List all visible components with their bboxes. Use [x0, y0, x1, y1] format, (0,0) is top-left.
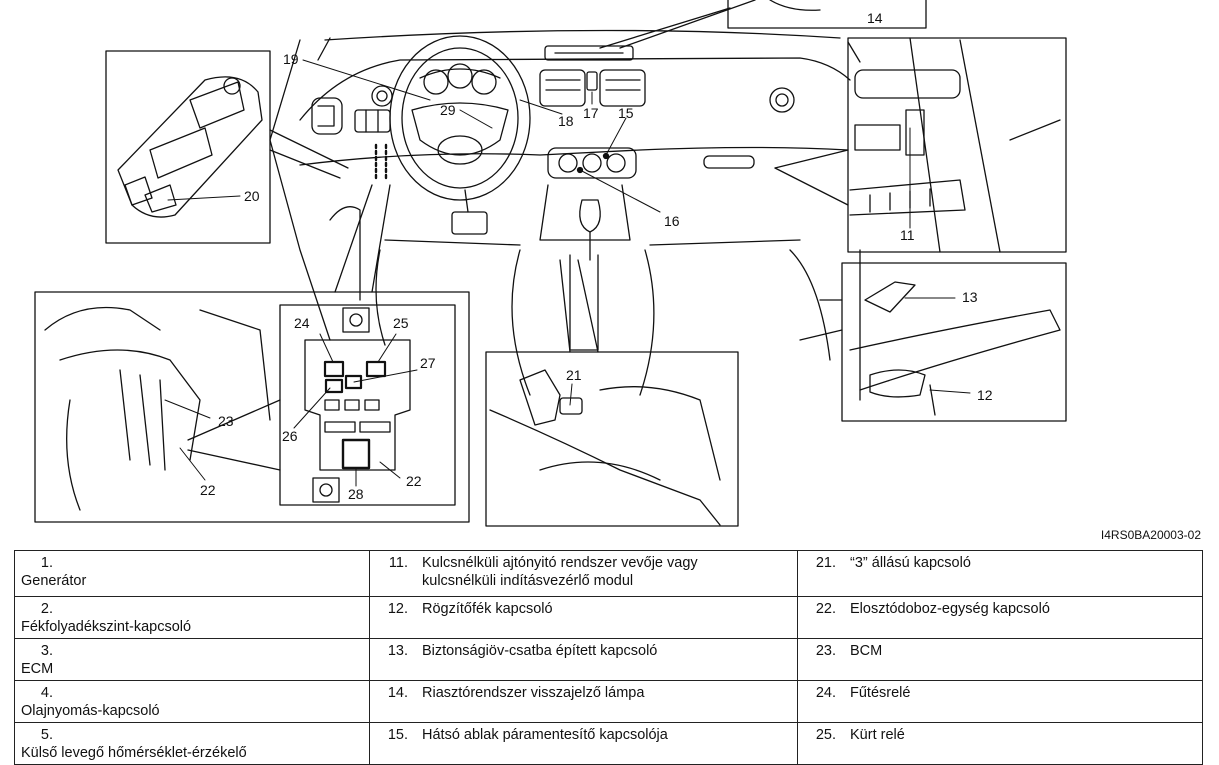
legend-cell: 11. Kulcsnélküli ajtónyitó rendszer vevőj… — [369, 550, 798, 597]
legend-number: 11. — [388, 555, 408, 571]
legend-number: 23. — [815, 643, 836, 659]
figure-code: I4RS0BA20003-02 — [1100, 528, 1201, 542]
dashboard-diagram: 14 19 29 18 17 15 16 20 11 13 12 21 24 2… — [34, 0, 1067, 527]
legend-cell: 15. Hátsó ablak páramentesítő kapcsolója — [369, 722, 798, 765]
legend-text: Olajnyomás-kapcsoló — [21, 703, 160, 719]
inset-21-frame — [485, 351, 739, 527]
inset-12-13-frame — [841, 262, 1067, 422]
legend-text: Hátsó ablak páramentesítő kapcsolója — [422, 727, 668, 743]
legend-text: Elosztódoboz-egység kapcsoló — [850, 601, 1050, 617]
legend-cell: 13. Biztonságiöv-csatba épített kapcsoló — [369, 638, 798, 681]
legend-cell: 24. Fűtésrelé — [797, 680, 1203, 723]
legend-text: Riasztórendszer visszajelző lámpa — [422, 685, 645, 701]
legend-cell: 25. Kürt relé — [797, 722, 1203, 765]
legend-number: 14. — [387, 685, 408, 701]
relay-27 — [344, 374, 363, 390]
legend-text: BCM — [850, 643, 883, 659]
legend-text: Kulcsnélküli ajtónyitó rendszer vevője v… — [422, 555, 698, 589]
inset-20-frame — [105, 50, 271, 244]
legend-text: “3” állású kapcsoló — [850, 555, 971, 571]
callout-17: 17 — [583, 105, 599, 121]
relay-28 — [341, 438, 371, 470]
relay-24 — [323, 360, 345, 378]
legend-table: 1. Generátor 11. Kulcsnélküli ajtónyitó ren… — [14, 550, 1203, 765]
legend-text: Biztonságiöv-csatba épített kapcsoló — [422, 643, 658, 659]
callout-15: 15 — [618, 105, 634, 121]
callout-16: 16 — [664, 213, 680, 229]
inset-14-frame — [727, 0, 927, 29]
legend-cell: 5. Külső levegő hőmérséklet-érzékelő — [14, 722, 370, 765]
legend-text: ECM — [21, 661, 54, 677]
legend-cell: 22. Elosztódoboz-egység kapcsoló — [797, 596, 1203, 639]
inset-fusebox-frame — [34, 291, 470, 523]
legend-text: Külső levegő hőmérséklet-érzékelő — [21, 745, 247, 761]
callout-25: 25 — [393, 315, 409, 331]
callout-11: 11 — [900, 227, 915, 243]
legend-number: 13. — [387, 643, 408, 659]
legend-text: Generátor — [21, 573, 87, 589]
callout-29: 29 — [440, 102, 456, 118]
legend-cell: 3. ECM — [14, 638, 370, 681]
callout-28: 28 — [348, 486, 364, 502]
relay-25 — [365, 360, 387, 378]
relay-26 — [324, 378, 344, 394]
legend-number: 22. — [815, 601, 836, 617]
callout-19: 19 — [283, 51, 299, 67]
legend-row: 2. Fékfolyadékszint-kapcsoló 12. Rögzítőfék… — [14, 596, 1203, 639]
legend-row: 1. Generátor 11. Kulcsnélküli ajtónyitó ren… — [14, 550, 1203, 597]
callout-21: 21 — [566, 367, 582, 383]
callout-20: 20 — [244, 188, 260, 204]
legend-number: 15. — [387, 727, 408, 743]
callout-22-left: 22 — [200, 482, 216, 498]
legend-row: 4. Olajnyomás-kapcsoló 14. Riasztórendszer … — [14, 680, 1203, 723]
callout-14: 14 — [867, 10, 883, 26]
callout-27: 27 — [420, 355, 436, 371]
legend-text: Kürt relé — [850, 727, 905, 743]
legend-text: Fűtésrelé — [850, 685, 911, 701]
legend-cell: 2. Fékfolyadékszint-kapcsoló — [14, 596, 370, 639]
legend-cell: 12. Rögzítőfék kapcsoló — [369, 596, 798, 639]
legend-cell: 21. “3” állású kapcsoló — [797, 550, 1203, 597]
callout-13: 13 — [962, 289, 978, 305]
legend-number: 21. — [815, 555, 836, 571]
legend-number: 1. — [40, 555, 53, 571]
callout-22-right: 22 — [406, 473, 422, 489]
callout-24: 24 — [294, 315, 310, 331]
legend-number: 5. — [40, 727, 53, 743]
legend-number: 24. — [815, 685, 836, 701]
legend-text: Rögzítőfék kapcsoló — [422, 601, 553, 617]
legend-number: 25. — [815, 727, 836, 743]
legend-cell: 1. Generátor — [14, 550, 370, 597]
legend-cell: 14. Riasztórendszer visszajelző lámpa — [369, 680, 798, 723]
callout-23: 23 — [218, 413, 234, 429]
legend-row: 5. Külső levegő hőmérséklet-érzékelő 15. Há… — [14, 722, 1203, 765]
legend-number: 12. — [387, 601, 408, 617]
legend-text: Fékfolyadékszint-kapcsoló — [21, 619, 192, 635]
legend-number: 4. — [40, 685, 53, 701]
inset-11-frame — [847, 37, 1067, 253]
callout-26: 26 — [282, 428, 298, 444]
legend-number: 2. — [40, 601, 53, 617]
legend-cell: 23. BCM — [797, 638, 1203, 681]
legend-number: 3. — [40, 643, 53, 659]
callout-12: 12 — [977, 387, 993, 403]
legend-row: 3. ECM 13. Biztonságiöv-csatba épített kapc… — [14, 638, 1203, 681]
legend-cell: 4. Olajnyomás-kapcsoló — [14, 680, 370, 723]
callout-18: 18 — [558, 113, 574, 129]
dashboard-illustration — [269, 29, 861, 401]
